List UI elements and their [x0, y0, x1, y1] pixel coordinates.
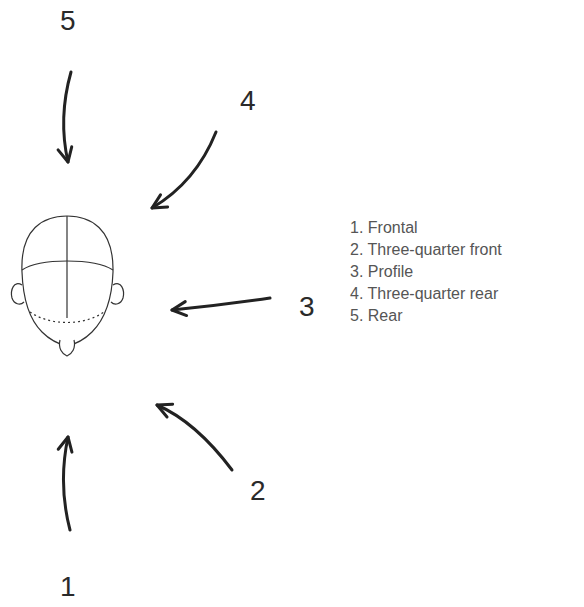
callout-number: 4 [240, 84, 256, 118]
callout-number: 5 [60, 4, 76, 38]
callout-number: 1 [60, 570, 76, 604]
list-item: 1. Frontal [350, 218, 418, 237]
callout-number: 3 [299, 290, 315, 324]
head-top-view [11, 216, 123, 356]
list-item: 4. Three-quarter rear [350, 284, 498, 303]
list-item: 2. Three-quarter front [350, 240, 502, 259]
list-item: 5. Rear [350, 306, 402, 325]
callout-number: 2 [250, 474, 266, 508]
list-item: 3. Profile [350, 262, 413, 281]
